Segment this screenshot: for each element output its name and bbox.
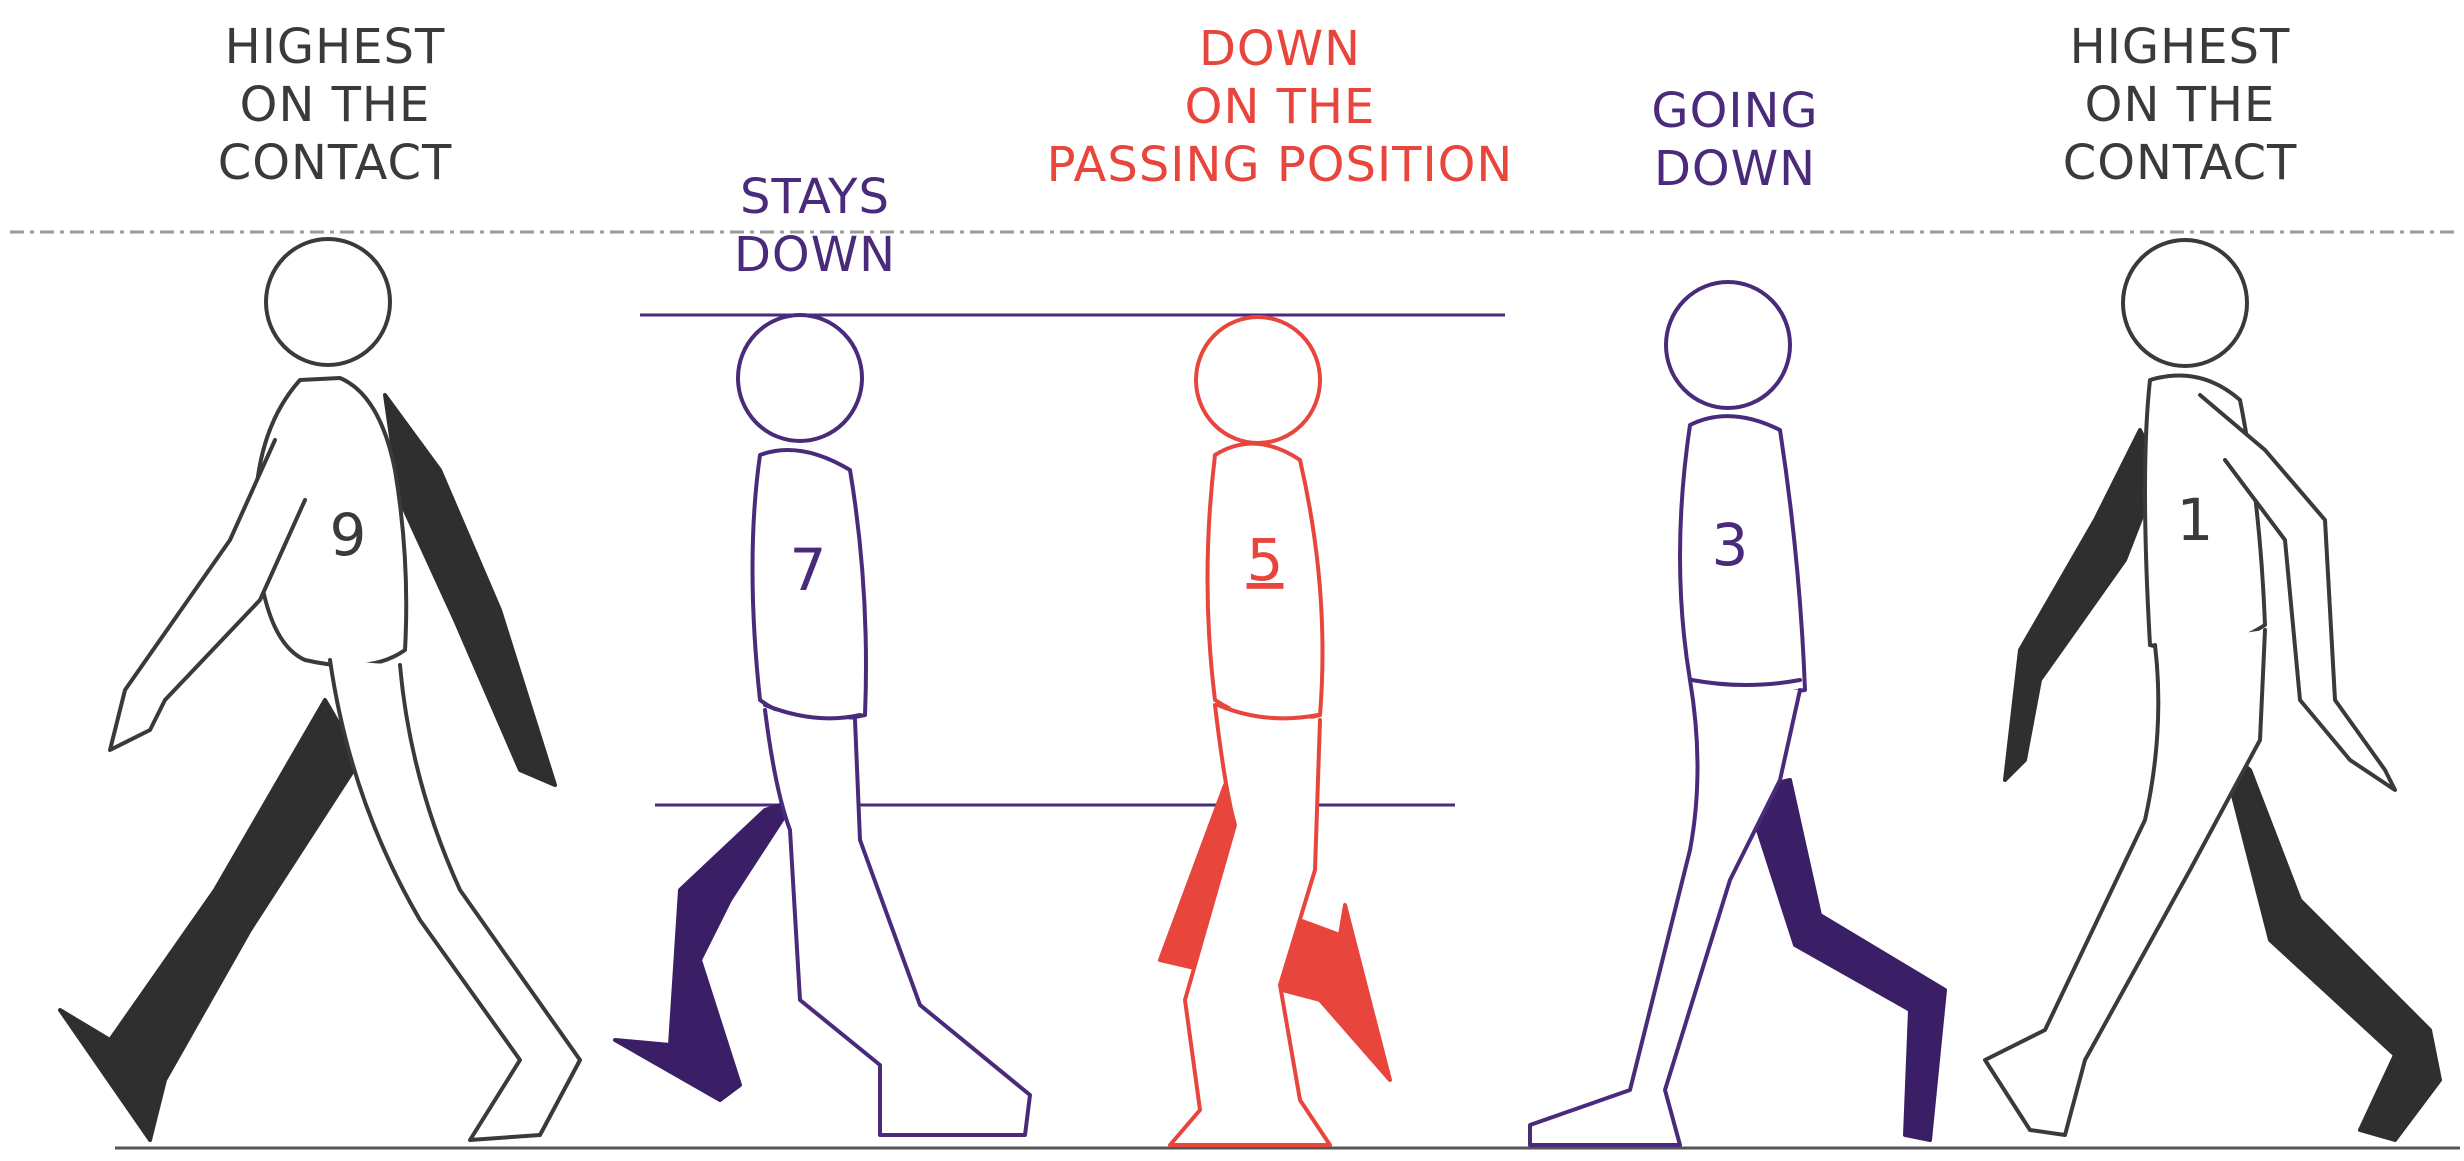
far-leg [615, 800, 795, 1100]
figure-number: 1 [2177, 486, 2214, 554]
figure-5 [1160, 317, 1390, 1145]
head [738, 315, 862, 441]
near-leg [330, 660, 580, 1140]
head [1666, 282, 1790, 408]
far-leg [2220, 745, 2440, 1140]
head [266, 239, 390, 365]
figure-9 [60, 239, 580, 1140]
figure-number: 5 [1247, 526, 1284, 594]
near-leg [765, 710, 1030, 1135]
figure-number: 9 [330, 501, 367, 569]
far-arm [385, 395, 555, 785]
near-leg [1530, 680, 1800, 1145]
far-arm [2005, 430, 2160, 780]
head [2123, 240, 2247, 366]
figure-7 [615, 315, 1030, 1135]
figure-3 [1530, 282, 1945, 1145]
figure-number: 7 [790, 536, 827, 604]
far-leg [1745, 780, 1945, 1140]
figure-number: 3 [1712, 511, 1749, 579]
figure-1 [1985, 240, 2440, 1140]
far-leg [60, 700, 360, 1140]
head [1196, 317, 1320, 443]
